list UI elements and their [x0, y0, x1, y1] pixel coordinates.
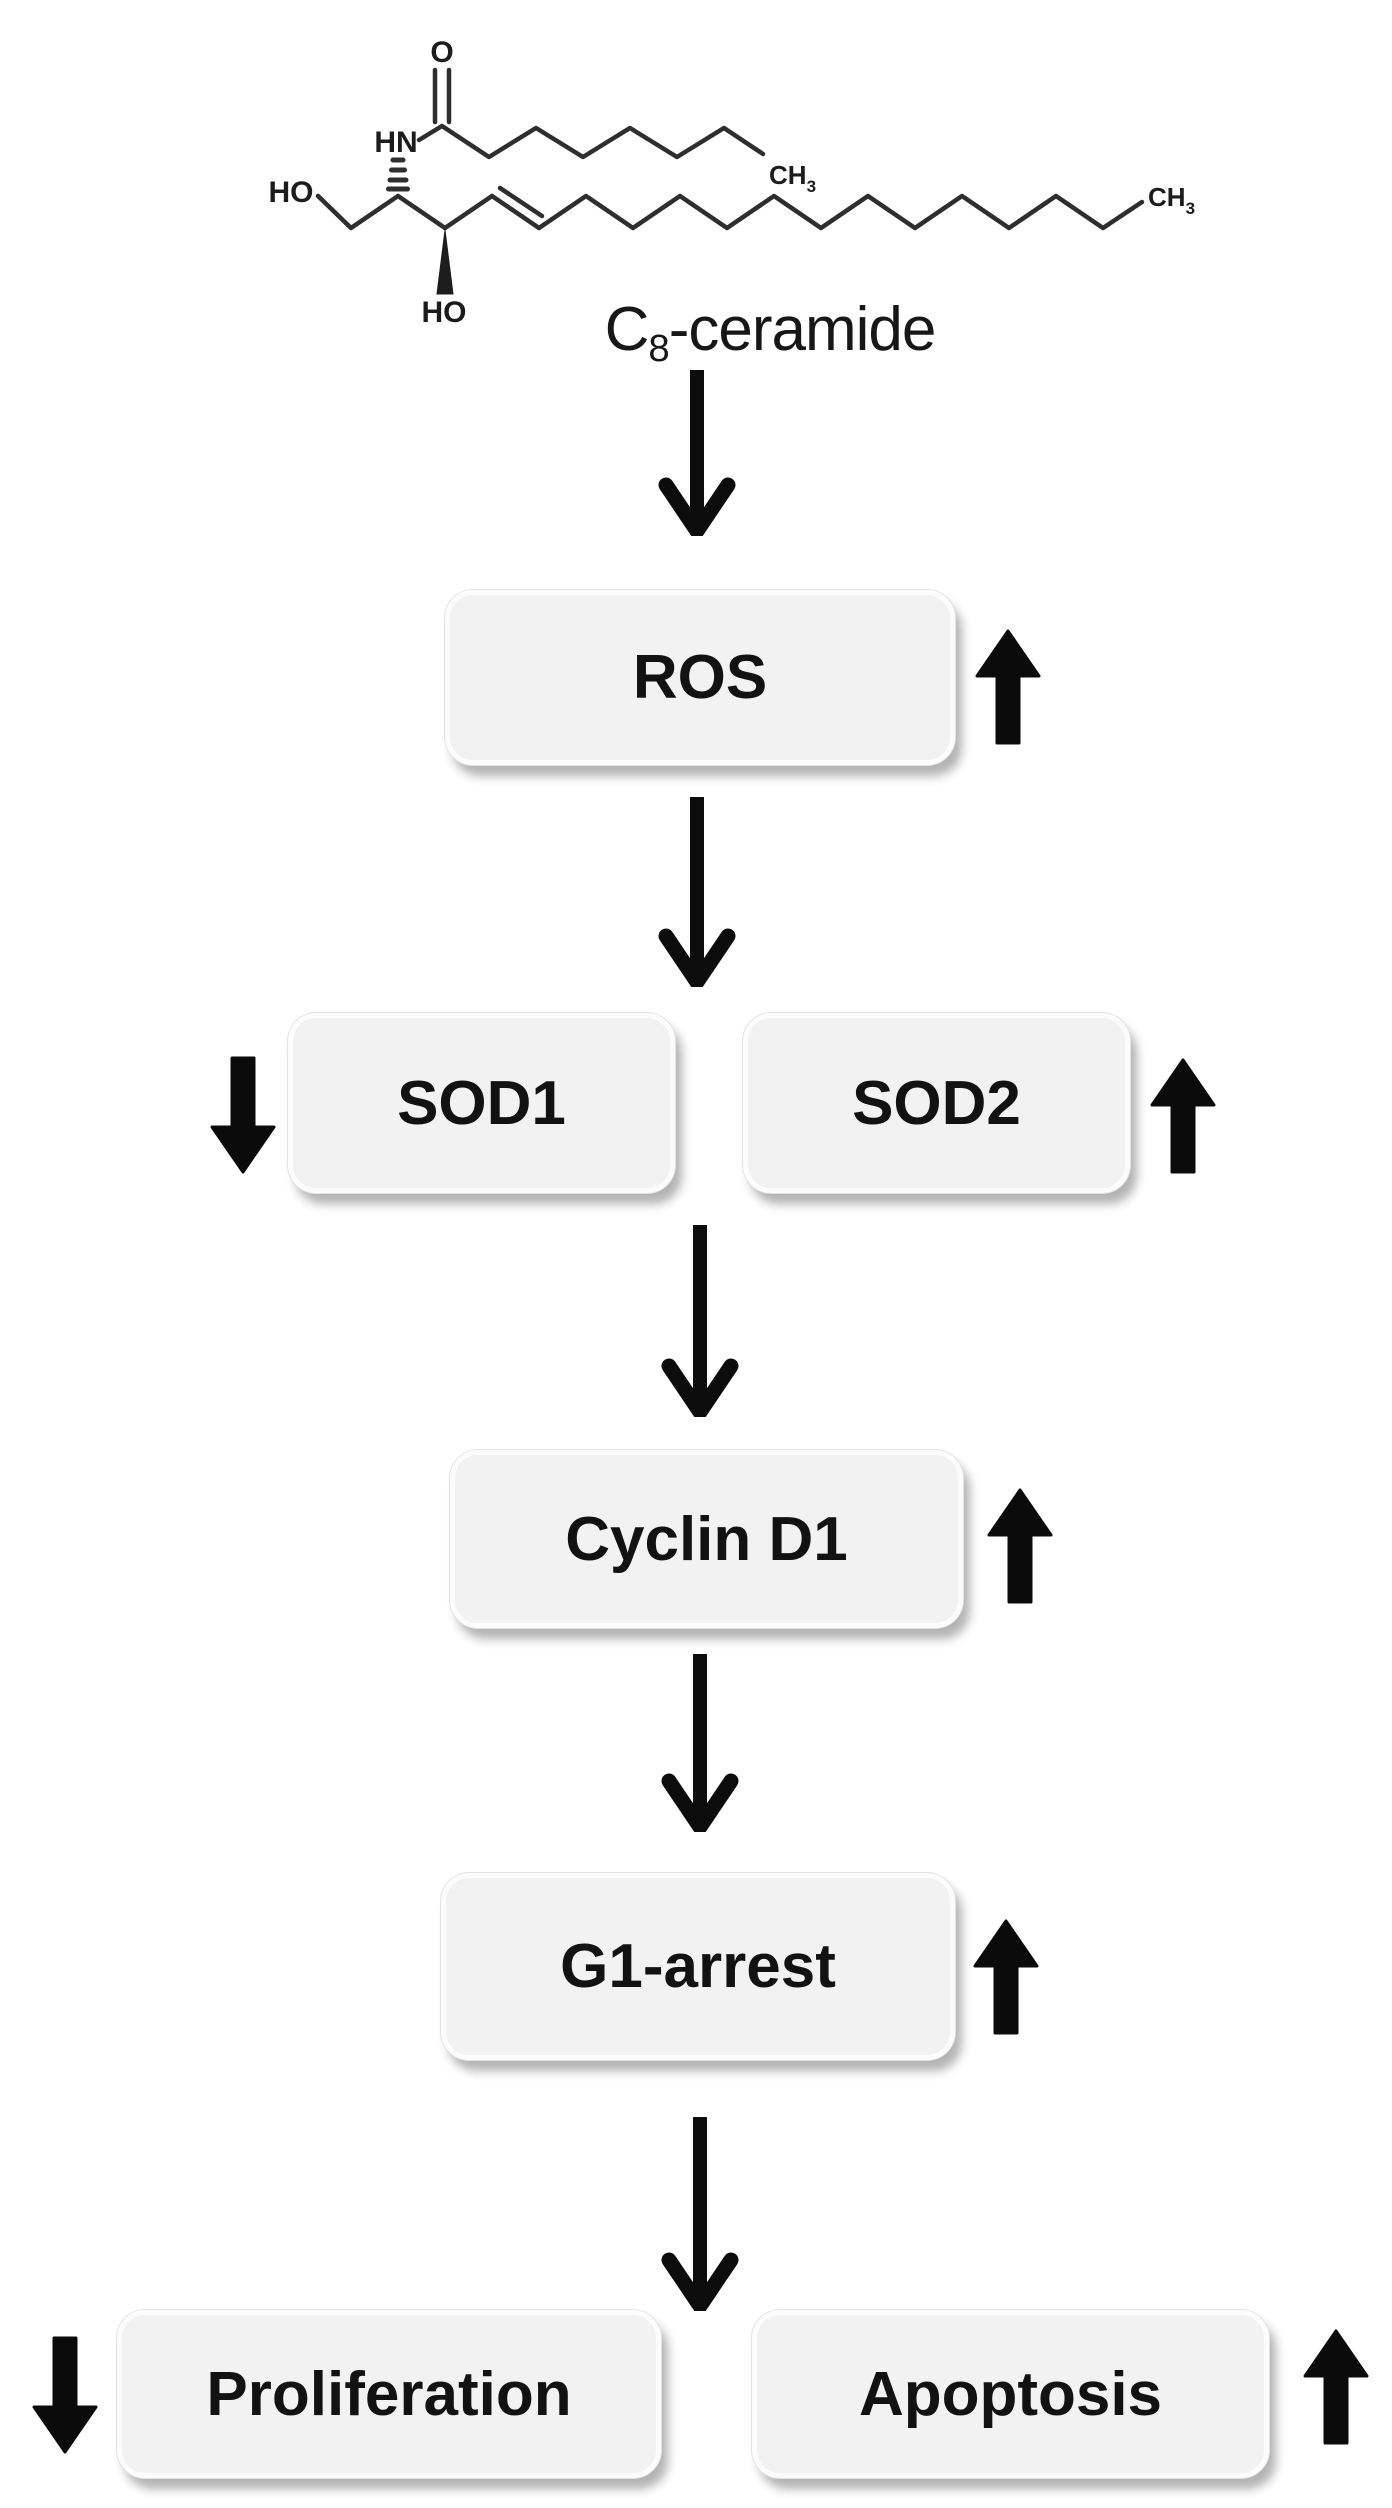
node-cyclin-d1: Cyclin D1: [450, 1450, 963, 1628]
node-g1-arrest: G1-arrest: [441, 1873, 955, 2060]
sod1-down-icon: [210, 1056, 276, 1174]
c3-c4-bond: [442, 193, 495, 231]
amide-label: HN: [374, 126, 417, 159]
alkene-double-bond: [489, 185, 545, 231]
node-apoptosis-label: Apoptosis: [858, 2359, 1163, 2429]
amide-bond: [416, 123, 445, 143]
ros-up-icon: [975, 629, 1041, 745]
g1-arrest-up-icon: [973, 1919, 1039, 2035]
hydroxyl-left-label: HO: [269, 176, 314, 209]
methyl-chain-label: CH3: [1148, 182, 1195, 218]
arrow-ros-to-sod: [658, 797, 736, 987]
stereo-wedge-bond: [436, 229, 454, 295]
node-ros-label: ROS: [632, 643, 768, 712]
methyl-acyl-label: CH3: [769, 160, 816, 196]
acyl-chain-bonds: [439, 123, 766, 160]
node-sod2-label: SOD2: [852, 1068, 1021, 1138]
node-sod2: SOD2: [743, 1013, 1130, 1193]
compound-label-base: C: [604, 295, 650, 364]
node-proliferation-label: Proliferation: [206, 2359, 572, 2429]
node-apoptosis: Apoptosis: [752, 2310, 1269, 2478]
arrow-cyclin-d1-to-g1-arrest: [661, 1654, 739, 1832]
node-cyclin-d1-label: Cyclin D1: [565, 1504, 848, 1574]
carbonyl-double-bond: [432, 67, 452, 125]
arrow-sod-to-cyclin-d1: [661, 1225, 739, 1417]
node-sod1: SOD1: [288, 1013, 675, 1193]
head-group-bonds: [315, 193, 401, 231]
proliferation-down-icon: [32, 2336, 98, 2454]
chemical-structure: O HN HO HO CH3 CH3: [269, 36, 1196, 329]
apoptosis-up-icon: [1303, 2329, 1369, 2445]
hydroxyl-bottom-label: HO: [422, 296, 467, 329]
arrow-ceramide-to-ros: [658, 370, 736, 536]
compound-label-subscript: 8: [648, 326, 669, 370]
node-g1-arrest-label: G1-arrest: [560, 1932, 836, 2001]
compound-label-rest: -ceramide: [668, 295, 937, 364]
sod2-up-icon: [1150, 1058, 1216, 1174]
oxygen-label: O: [430, 36, 453, 69]
node-sod1-label: SOD1: [397, 1068, 566, 1138]
c2-c3-bond: [395, 193, 448, 231]
node-ros: ROS: [445, 590, 955, 765]
cyclin-d1-up-icon: [987, 1488, 1053, 1604]
compound-label: C8-ceramide: [470, 294, 1070, 371]
arrow-g1-arrest-to-outcomes: [661, 2117, 739, 2311]
stereo-dash-bond: [386, 157, 410, 192]
sphingosine-chain-bonds: [536, 193, 1145, 231]
node-proliferation: Proliferation: [117, 2310, 661, 2478]
